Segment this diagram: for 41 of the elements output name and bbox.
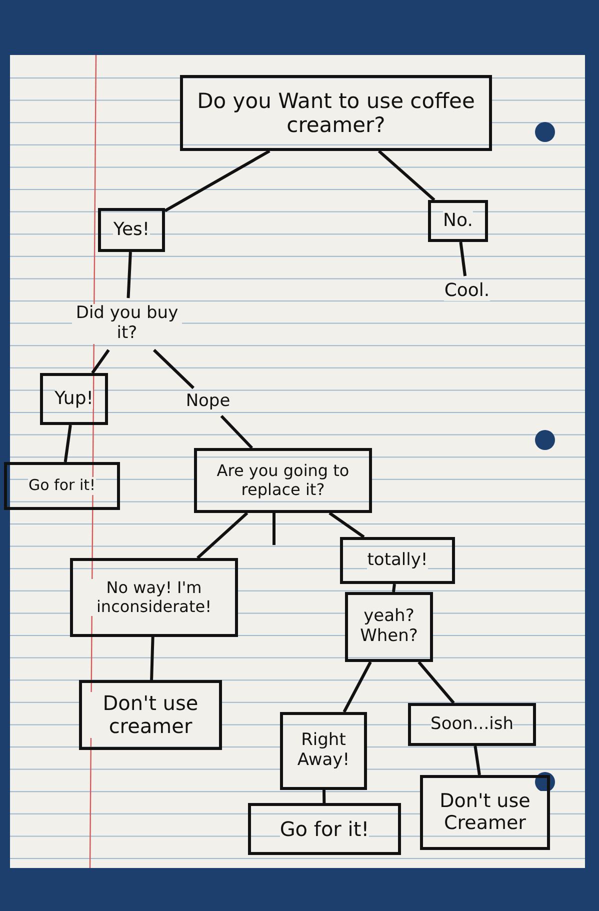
connector-line bbox=[164, 150, 270, 212]
connector-line bbox=[342, 661, 372, 713]
box-text: Go for it! bbox=[28, 477, 96, 495]
box-text: No way! I'm inconsiderate! bbox=[73, 579, 235, 616]
connector-line bbox=[459, 242, 467, 276]
connector-line bbox=[272, 513, 276, 545]
connector-line bbox=[378, 150, 436, 202]
answer-box bbox=[4, 462, 120, 510]
connector-line bbox=[322, 790, 326, 804]
box-text: Don't use creamer bbox=[82, 692, 219, 738]
answer-box bbox=[40, 373, 108, 425]
connector-line bbox=[152, 348, 194, 390]
answer-box bbox=[408, 703, 536, 746]
connector-line bbox=[126, 252, 132, 298]
answer-box bbox=[420, 775, 550, 850]
connector-line bbox=[220, 414, 254, 450]
answer-box bbox=[340, 537, 455, 584]
connector-line bbox=[150, 636, 154, 680]
flow-text: Cool. bbox=[444, 280, 490, 302]
answer-box bbox=[194, 448, 372, 513]
connector-line bbox=[64, 424, 72, 462]
answer-box bbox=[428, 200, 488, 242]
connector-line bbox=[328, 512, 365, 538]
connector-line bbox=[196, 512, 248, 560]
connector-line bbox=[418, 661, 455, 704]
answer-box bbox=[248, 803, 401, 855]
answer-box bbox=[280, 712, 367, 790]
flow-text: Nope bbox=[186, 392, 230, 412]
answer-box bbox=[98, 208, 165, 252]
question-box bbox=[180, 75, 492, 151]
answer-box bbox=[79, 680, 222, 750]
connector-line bbox=[91, 349, 110, 374]
answer-box bbox=[70, 558, 238, 637]
box-text: Yup! bbox=[54, 388, 94, 410]
connector-line bbox=[392, 584, 396, 592]
connector-line bbox=[474, 746, 481, 776]
flow-text: Did you buy it? bbox=[72, 304, 182, 344]
box-text: Right Away! bbox=[283, 731, 364, 771]
answer-box bbox=[345, 592, 433, 662]
box-text: Are you going to replace it? bbox=[197, 462, 369, 499]
box-text: totally! bbox=[367, 550, 428, 570]
